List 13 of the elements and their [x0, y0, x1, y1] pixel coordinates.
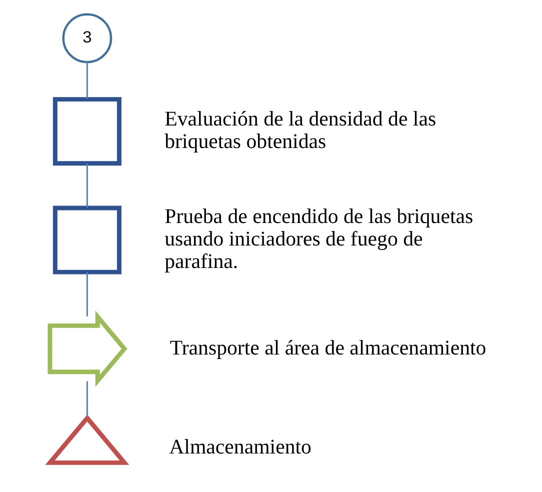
- node-arrow: [47, 310, 127, 387]
- node-label: Evaluación de la densidad de las briquetas obtenidas: [164, 106, 436, 153]
- node-circle: 3: [62, 13, 112, 64]
- node-triangle: [44, 414, 129, 465]
- connector: [86, 163, 88, 208]
- connector: [86, 381, 88, 418]
- node-label: Almacenamiento: [168, 434, 311, 458]
- connector: [86, 62, 88, 99]
- node-box: [52, 206, 121, 274]
- node-label: Prueba de encendido de las briquetas usando iniciadores de fuego de parafina.: [164, 204, 473, 273]
- node-box: [52, 97, 121, 166]
- node-label: Transporte al área de almacenamiento: [169, 335, 486, 360]
- connector: [86, 272, 88, 316]
